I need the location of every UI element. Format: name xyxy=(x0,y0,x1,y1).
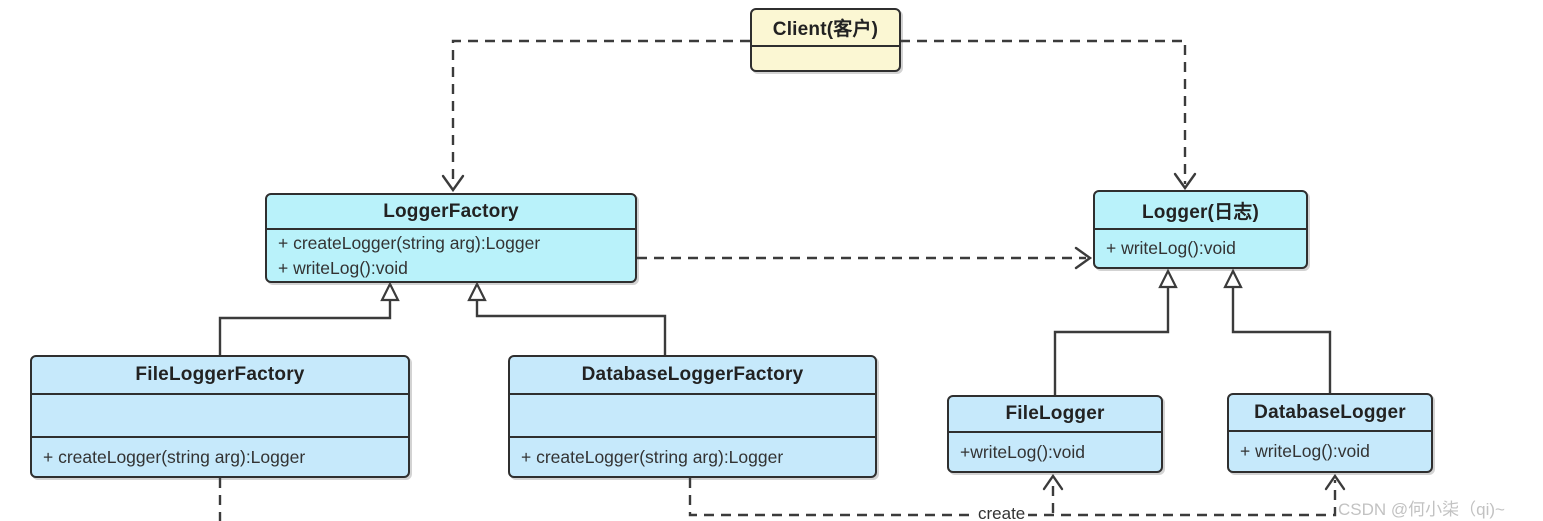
class-method: + writeLog():void xyxy=(1106,238,1236,258)
class-empty-compartment xyxy=(32,393,408,436)
class-title: FileLogger xyxy=(1005,403,1105,424)
class-methods: + createLogger(string arg):Logger xyxy=(32,436,408,476)
class-box-logger: Logger(日志) + writeLog():void xyxy=(1093,190,1308,269)
class-method: + createLogger(string arg):Logger xyxy=(278,232,541,253)
class-box-fileloggerfactory: FileLoggerFactory + createLogger(string … xyxy=(30,355,410,478)
inheritance-edge-filelogger-to-logger xyxy=(1053,268,1178,395)
class-methods: + writeLog():void xyxy=(1095,228,1306,267)
class-empty-compartment xyxy=(752,45,899,70)
class-title: Logger(日志) xyxy=(1141,201,1260,223)
class-box-client: Client(客户) xyxy=(750,8,901,72)
class-title: DatabaseLoggerFactory xyxy=(581,364,804,385)
class-title: Client(客户) xyxy=(772,19,879,40)
class-methods: +writeLog():void xyxy=(949,431,1161,471)
class-methods: + createLogger(string arg):Logger xyxy=(510,436,875,476)
class-method: + writeLog():void xyxy=(278,257,408,278)
inheritance-edge-databaseloggerfactory-to-loggerfactory xyxy=(467,281,667,355)
dependency-edge-loggerfactory-to-logger xyxy=(637,246,1093,270)
class-box-databaselogger: DatabaseLogger + writeLog():void xyxy=(1227,393,1433,473)
class-methods: + writeLog():void xyxy=(1229,430,1431,471)
class-method: + createLogger(string arg):Logger xyxy=(521,446,784,467)
inheritance-edge-fileloggerfactory-to-loggerfactory xyxy=(218,281,400,355)
class-methods: + createLogger(string arg):Logger + writ… xyxy=(267,228,635,281)
class-box-databaseloggerfactory: DatabaseLoggerFactory + createLogger(str… xyxy=(508,355,877,478)
class-title: LoggerFactory xyxy=(383,200,519,222)
inheritance-edge-databaselogger-to-logger xyxy=(1223,268,1332,393)
dependency-edge-create-filelogger xyxy=(1042,473,1064,513)
dependency-edge-client-to-loggerfactory xyxy=(441,39,750,193)
class-method: +writeLog():void xyxy=(960,441,1085,462)
class-box-loggerfactory: LoggerFactory + createLogger(string arg)… xyxy=(265,193,637,283)
class-title: FileLoggerFactory xyxy=(135,364,305,385)
class-method: + writeLog():void xyxy=(1240,441,1370,461)
class-title: DatabaseLogger xyxy=(1254,401,1406,423)
dependency-edge-client-to-logger xyxy=(900,39,1197,191)
class-method: + createLogger(string arg):Logger xyxy=(43,446,306,467)
edge-label-create: create xyxy=(975,504,1029,521)
class-box-filelogger: FileLogger +writeLog():void xyxy=(947,395,1163,473)
class-empty-compartment xyxy=(510,393,875,436)
watermark-text: CSDN @何小柒（qi)~ xyxy=(1338,500,1505,519)
